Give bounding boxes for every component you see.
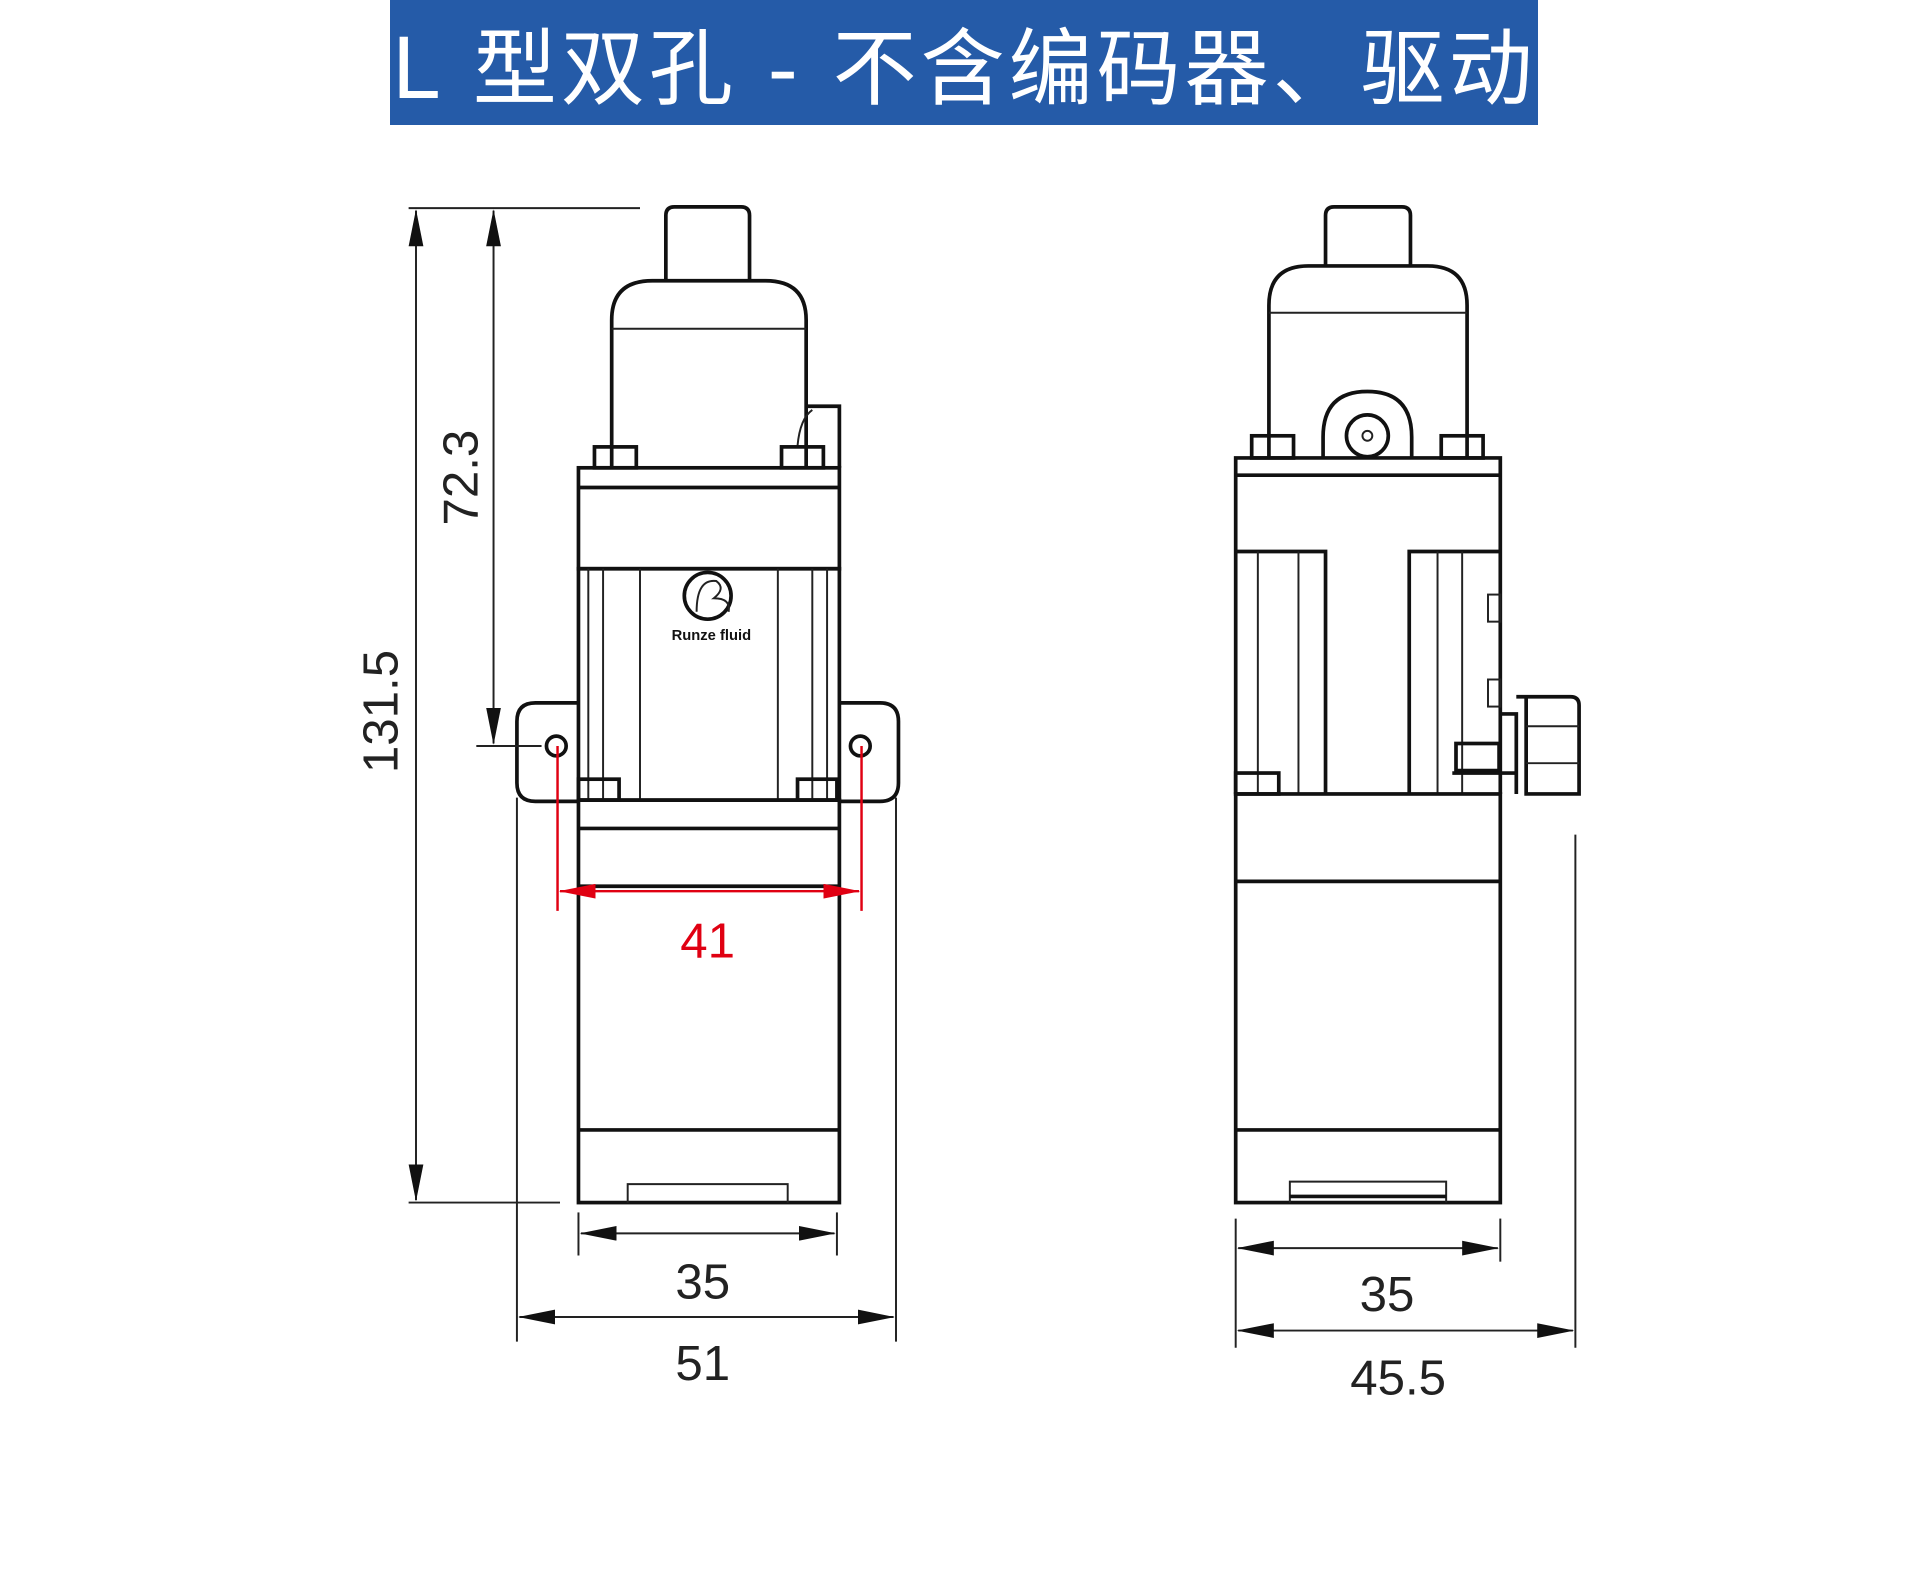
motor-head [609, 278, 808, 468]
right-mount-ear [839, 701, 901, 804]
dim-side-body-width: 35 [1360, 1267, 1415, 1322]
side-knob [1500, 694, 1581, 796]
dim-side-overall-width: 45.5 [1350, 1351, 1446, 1406]
dim-hole-spacing: 41 [680, 914, 735, 969]
dim-hole-height: 72.3 [434, 430, 489, 526]
outlet-boss [1321, 389, 1414, 458]
motor-body [576, 798, 842, 1205]
dim-body-width: 35 [675, 1255, 730, 1310]
left-mount-ear [515, 701, 579, 804]
top-fitting [664, 205, 752, 281]
dim-total-height: 131.5 [354, 650, 409, 773]
logo: Runze fluid [672, 570, 751, 644]
pump-body [576, 566, 842, 802]
front-view: Runze fluid 131.5 72.3 41 35 51 [354, 205, 901, 1391]
dim-overall-width: 51 [675, 1336, 730, 1391]
flange [576, 465, 842, 571]
title-text: L 型双孔 - 不含编码器、驱动 [391, 20, 1537, 118]
title-banner: L 型双孔 - 不含编码器、驱动 [390, 0, 1538, 125]
side-view: 35 45.5 [1233, 205, 1581, 1406]
logo-text: Runze fluid [672, 628, 751, 644]
